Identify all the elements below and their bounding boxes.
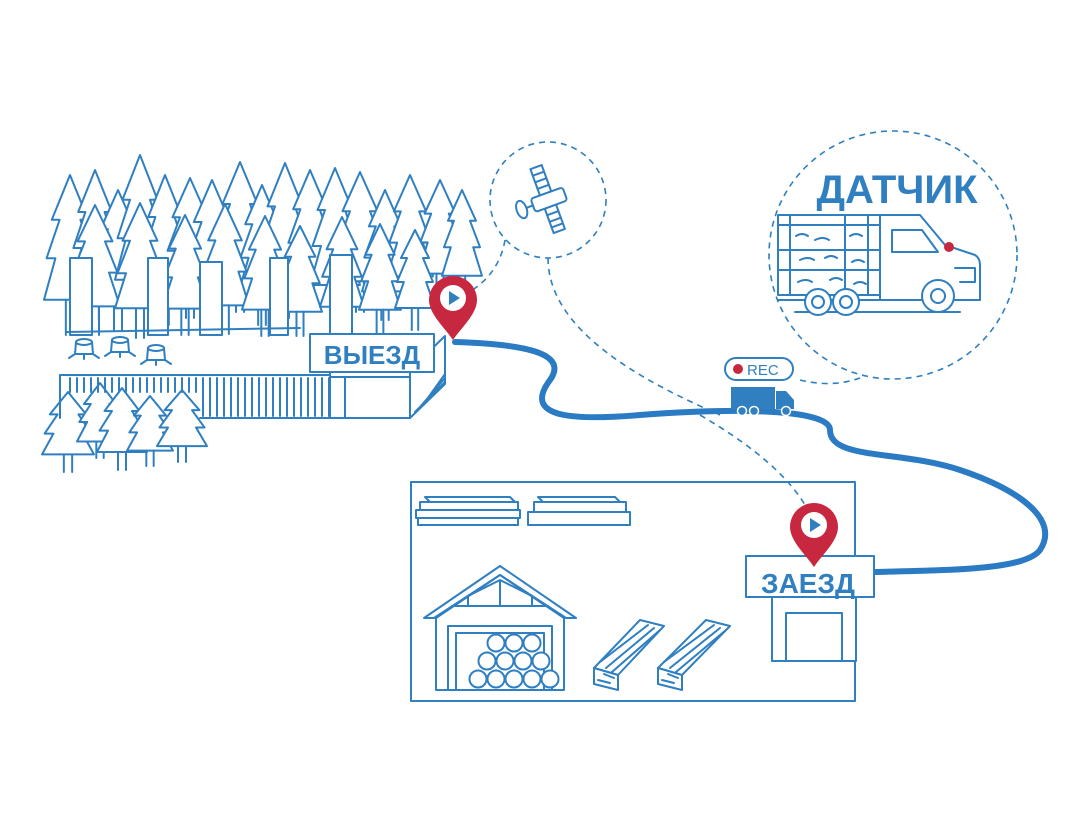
rec-dot [733,364,743,374]
sensor-truck-icon [777,214,981,316]
signal-line-entry [699,414,806,506]
stump [140,344,172,366]
sensor-dot [944,242,954,252]
forest-ground-line [65,327,301,333]
exit-checkpoint: ВЫЕЗД [309,333,446,419]
tree-trunk [147,257,169,336]
forest [43,154,483,339]
exit-label: ВЫЕЗД [324,340,421,370]
tree [358,223,402,335]
tree-trunk [269,257,289,336]
sensor-connector [799,377,861,385]
play-icon [449,291,460,305]
log-bundle [593,619,665,691]
tree-trunk [69,257,93,336]
rec-label: REC [747,362,779,379]
signal-line-truck [547,257,721,416]
tree-stumps [68,336,172,366]
tree [161,214,209,336]
lumber-stack [415,496,521,526]
lumber-stack [527,496,631,526]
map-pin-icon [429,276,477,340]
tree [156,389,208,463]
warehouse-icon [423,565,577,691]
sensor-label: ДАТЧИК [816,168,978,212]
exit-sign [309,333,435,373]
tree-trunk [329,254,353,336]
satellite-icon [515,164,568,235]
stump [68,338,100,360]
map-pin-icon [790,503,838,567]
sensor-bubble [768,130,1018,380]
rec-badge: REC [724,357,794,381]
delivery-route [452,339,1049,575]
play-icon [810,518,821,532]
log-bundle [657,619,731,691]
entry-checkpoint: ЗАЕЗД [745,555,875,662]
tree [394,229,436,331]
entry-label: ЗАЕЗД [761,568,855,599]
stump [104,336,136,358]
tree-trunk [199,261,223,336]
truck-icon [731,387,794,417]
forest-lower-trees [41,382,208,473]
